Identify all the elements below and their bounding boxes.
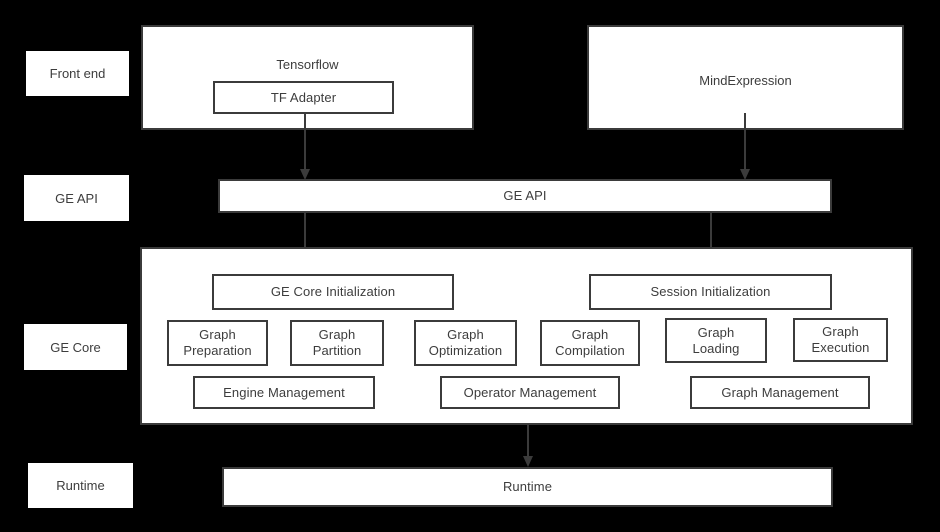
session-initialization-label: Session Initialization <box>650 284 771 300</box>
graph-preparation-line2: Preparation <box>183 343 252 358</box>
graph-compilation-line2: Compilation <box>555 343 625 358</box>
runtime-bar[interactable]: Runtime <box>222 467 833 507</box>
operator-management-box[interactable]: Operator Management <box>440 376 620 409</box>
graph-preparation-line1: Graph <box>199 327 236 343</box>
graph-compilation-line1: Graph <box>571 327 609 343</box>
stage-label-front-end: Front end <box>26 51 129 96</box>
graph-optimization-line2: Optimization <box>428 343 503 358</box>
ge-core-initialization-label: GE Core Initialization <box>270 284 396 300</box>
graph-loading-line1: Graph <box>697 324 735 340</box>
stage-label-runtime-text: Runtime <box>56 478 105 493</box>
ge-api-bar-label: GE API <box>503 188 547 204</box>
engine-management-box[interactable]: Engine Management <box>193 376 375 409</box>
stage-label-runtime: Runtime <box>28 463 133 508</box>
runtime-bar-label: Runtime <box>502 479 553 495</box>
operator-management-label: Operator Management <box>463 384 597 400</box>
mindexpression-connector <box>744 113 746 130</box>
tensorflow-title: Tensorflow <box>276 57 339 72</box>
graph-execution-line2: Execution <box>811 340 870 355</box>
ge-api-bar[interactable]: GE API <box>218 179 832 213</box>
graph-optimization-line1: Graph <box>447 327 484 343</box>
stage-label-ge-core: GE Core <box>24 324 127 370</box>
tf-adapter-box[interactable]: TF Adapter <box>213 81 394 114</box>
stage-label-front-end-text: Front end <box>49 66 106 81</box>
ge-core-initialization-box[interactable]: GE Core Initialization <box>212 274 454 310</box>
stage-label-ge-api: GE API <box>24 175 129 221</box>
graph-loading-line2: Loading <box>692 340 740 356</box>
mindexpression-title: MindExpression <box>699 73 792 88</box>
engine-management-label: Engine Management <box>223 384 345 400</box>
graph-partition-line1: Graph <box>318 327 356 343</box>
graph-management-label: Graph Management <box>721 384 839 400</box>
graph-execution-line1: Graph <box>822 324 859 340</box>
tf-adapter-connector <box>304 113 306 130</box>
stage-label-ge-api-text: GE API <box>55 190 98 206</box>
tf-adapter-label: TF Adapter <box>270 89 337 105</box>
graph-management-box[interactable]: Graph Management <box>690 376 870 409</box>
stage-label-ge-core-text: GE Core <box>50 339 101 355</box>
session-initialization-box[interactable]: Session Initialization <box>589 274 832 310</box>
mindexpression-container[interactable]: MindExpression <box>587 25 904 130</box>
tensorflow-container[interactable]: Tensorflow <box>141 25 474 130</box>
graph-partition-line2: Partition <box>312 343 362 358</box>
